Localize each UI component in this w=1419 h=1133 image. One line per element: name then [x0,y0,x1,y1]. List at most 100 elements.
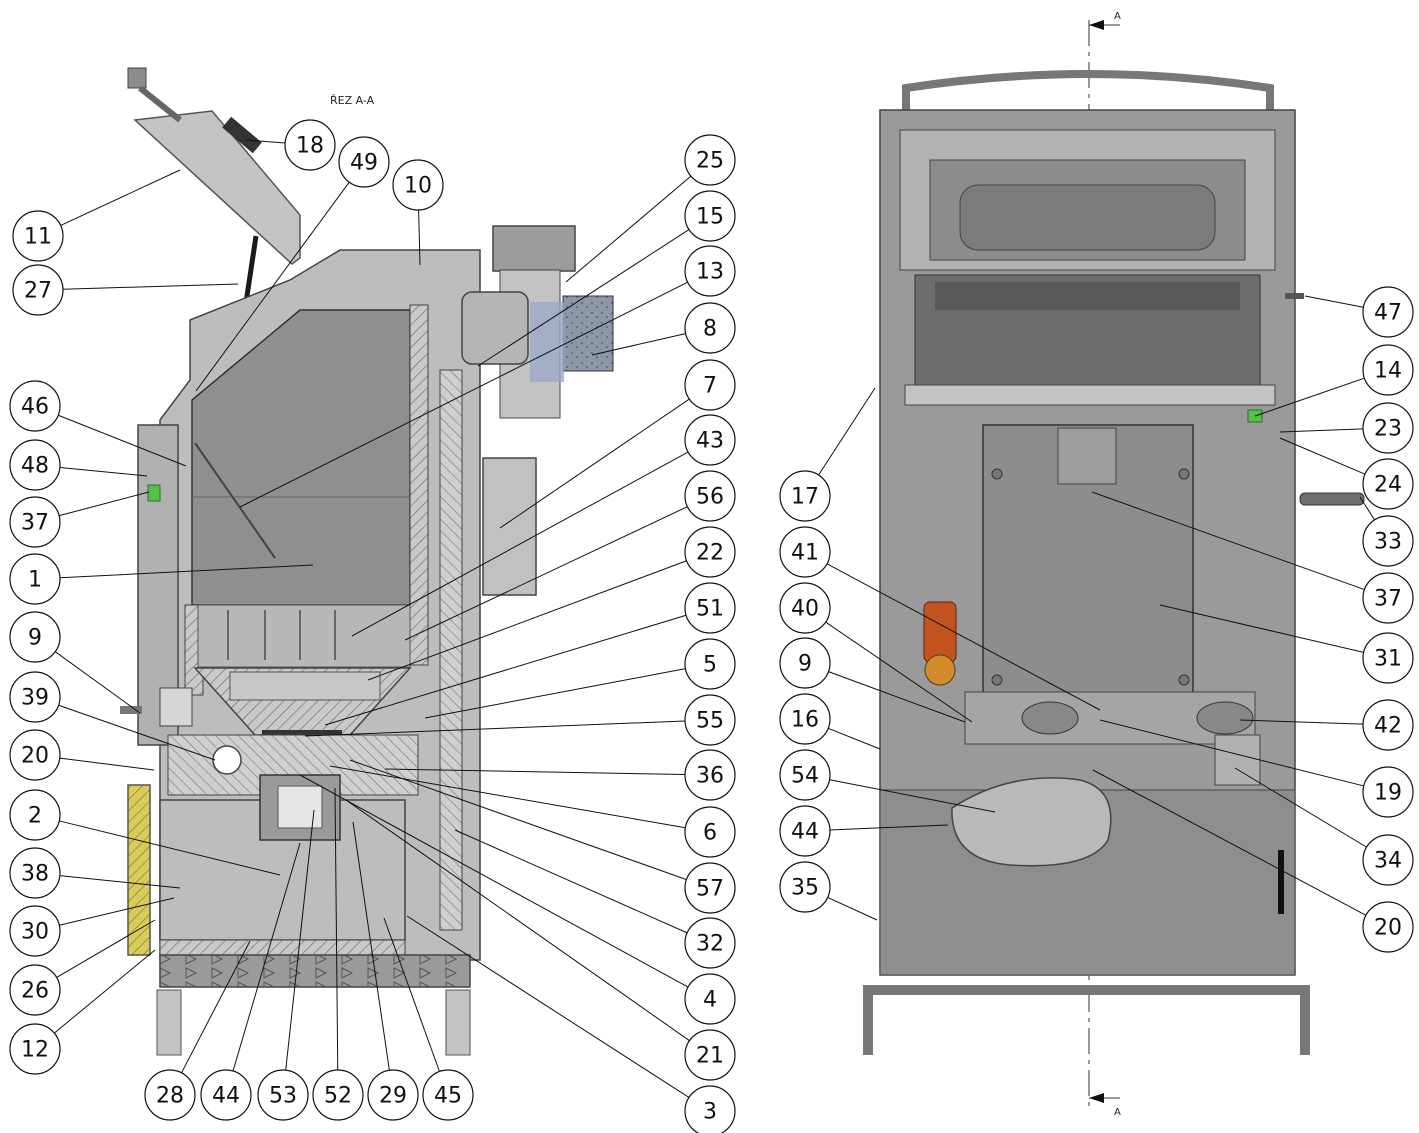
callout-label-37: 37 [1374,587,1402,612]
callout-label-22: 22 [696,541,724,566]
leader-line-57 [349,759,687,881]
callout-label-38: 38 [21,862,49,887]
leader-line-30 [59,897,175,926]
inspection-cutout [951,777,1112,867]
callout-label-16: 16 [791,708,819,733]
flue-insulation [562,295,614,372]
callout-layer: 1127464837193920238302612184910251513874… [9,119,1414,1133]
leader-line-24 [1279,437,1366,475]
leader-line-5 [424,668,686,719]
callout-label-47: 47 [1374,301,1402,326]
callout-label-10: 10 [404,174,432,199]
fan-housing [492,225,576,272]
callout-circle-12 [9,1023,61,1075]
callout-label-9: 9 [798,652,812,677]
leader-line-46 [58,414,187,467]
leader-line-13 [239,281,688,508]
callout-label-28: 28 [156,1084,184,1109]
callout-circle-56 [684,470,736,522]
callout-circle-25 [684,134,736,186]
leader-line-23 [1279,428,1364,433]
leader-line-39 [58,704,216,761]
callout-circle-20 [9,729,61,781]
callout-label-34: 34 [1374,849,1402,874]
callout-circle-41 [779,526,831,578]
callout-label-30: 30 [21,920,49,945]
leader-line-26 [56,919,156,978]
callout-label-19: 19 [1374,781,1402,806]
callout-label-11: 11 [24,225,52,250]
hopper-lid [133,110,301,265]
callout-circle-1 [9,553,61,605]
callout-circle-43 [684,414,736,466]
callout-circle-32 [684,917,736,969]
leader-line-56 [404,506,688,641]
callout-circle-5 [684,638,736,690]
callout-label-44: 44 [791,820,819,845]
leader-line-4 [299,774,689,988]
callout-label-35: 35 [791,876,819,901]
flue-pipe [461,291,529,365]
callout-label-2: 2 [28,804,42,829]
carry-handle [902,70,1274,130]
callout-circle-44 [779,805,831,857]
callout-label-17: 17 [791,485,819,510]
callout-label-44: 44 [212,1084,240,1109]
leader-line-28 [181,940,251,1074]
callout-label-32: 32 [696,932,724,957]
callout-label-14: 14 [1374,359,1402,384]
callout-label-1: 1 [28,568,42,593]
callout-label-57: 57 [696,877,724,902]
callout-label-27: 27 [24,279,52,304]
leader-line-15 [477,229,690,367]
callout-circle-40 [779,582,831,634]
callout-circle-35 [779,861,831,913]
callout-circle-16 [779,693,831,745]
leader-line-20 [59,757,155,771]
callout-label-24: 24 [1374,473,1402,498]
leader-line-3 [406,915,690,1098]
leader-line-45 [383,917,440,1072]
callout-label-36: 36 [696,764,724,789]
callout-label-26: 26 [21,979,49,1004]
callout-circle-52 [312,1069,364,1121]
insulation-wall [409,304,429,666]
leader-line-11 [60,169,181,226]
callout-label-3: 3 [703,1100,717,1125]
callout-circle-45 [422,1069,474,1121]
callout-label-42: 42 [1374,714,1402,739]
callout-circle-13 [684,245,736,297]
leader-line-9 [828,671,966,723]
lid-handle [127,67,147,89]
callout-circle-10 [392,159,444,211]
leader-line-51 [324,614,687,726]
callout-label-41: 41 [791,541,819,566]
callout-circle-3 [684,1085,736,1133]
callout-label-40: 40 [791,597,819,622]
leader-line-21 [345,799,690,1042]
callout-circle-33 [1362,515,1414,567]
callout-label-56: 56 [696,485,724,510]
callout-circle-4 [684,973,736,1025]
callout-circle-55 [684,694,736,746]
leader-line-44 [232,842,301,1072]
callout-circle-47 [1362,286,1414,338]
callout-label-18: 18 [296,134,324,159]
leader-line-9 [54,651,141,714]
front-stand [863,985,1310,1055]
leader-line-12 [53,949,156,1034]
callout-circle-37 [1362,572,1414,624]
leader-line-47 [1304,295,1364,308]
leader-line-27 [62,283,239,290]
callout-label-49: 49 [350,151,378,176]
section-mark-top: A [1114,11,1121,22]
section-title: ŘEZ A-A [330,94,375,107]
callout-circle-57 [684,862,736,914]
callout-label-9: 9 [28,626,42,651]
callout-circle-9 [9,611,61,663]
callout-circle-9 [779,637,831,689]
callout-label-31: 31 [1374,647,1402,672]
ash-door [127,784,151,956]
leader-line-6 [329,765,686,829]
